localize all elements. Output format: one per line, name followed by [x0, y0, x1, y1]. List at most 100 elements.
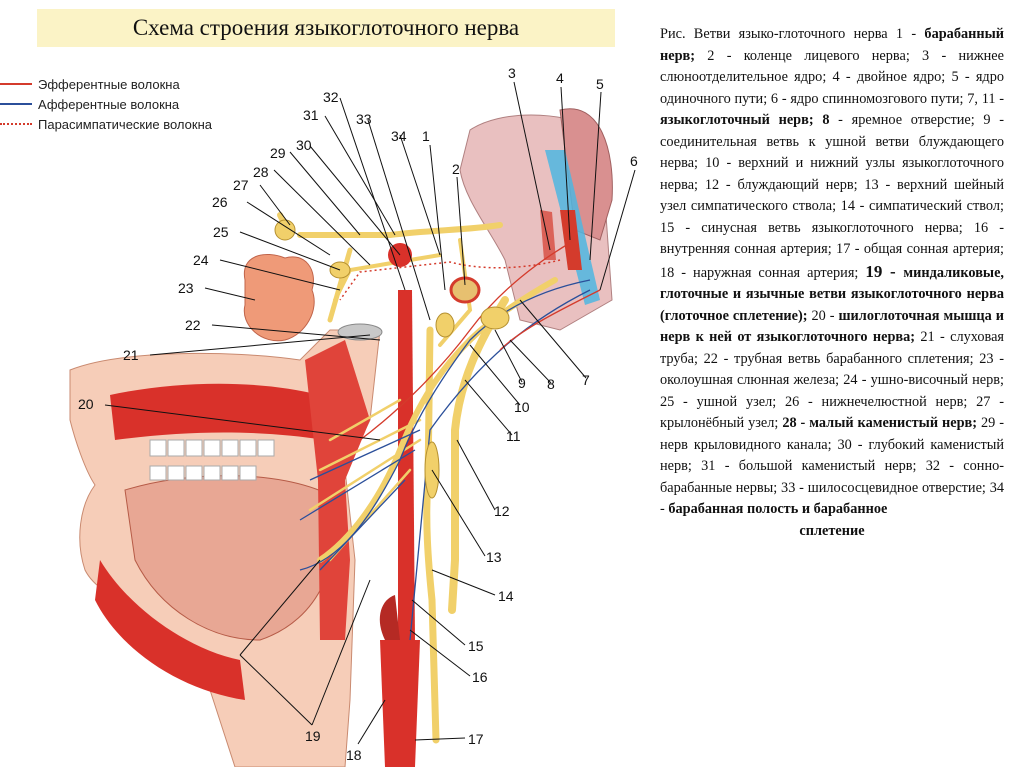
caption-part-10: 20 - [807, 307, 839, 324]
label-24: 24 [193, 252, 209, 268]
label-12: 12 [494, 503, 510, 519]
legend-parasympathetic-swatch [0, 123, 32, 125]
facial-nerve [297, 222, 503, 238]
nerve-diagram: 1 2 3 4 5 6 7 8 9 10 11 12 13 14 15 16 1… [69, 65, 638, 767]
label-16: 16 [472, 669, 488, 685]
brainstem [459, 108, 613, 331]
label-3: 3 [508, 65, 516, 81]
leader-15 [411, 599, 466, 646]
label-20: 20 [78, 396, 94, 412]
leader-7 [519, 299, 587, 379]
page-title: Схема строения языкоглоточного нерва [132, 15, 520, 40]
palate [110, 383, 325, 440]
leader-20 [104, 404, 381, 441]
caption-part-6: 8 [822, 112, 830, 128]
leader-26 [246, 201, 331, 256]
lower-jaw [95, 560, 245, 700]
label-21: 21 [123, 347, 139, 363]
label-15: 15 [468, 638, 484, 654]
common-carotid-artery [380, 640, 420, 767]
label-7: 7 [582, 372, 590, 388]
label-28: 28 [253, 164, 269, 180]
legend-efferent-label: Эфферентные волокна [38, 76, 180, 92]
leader-23 [204, 287, 256, 301]
leader-8 [509, 339, 552, 384]
label-34: 34 [391, 128, 407, 144]
leader-4 [560, 86, 571, 241]
vessels [379, 290, 420, 767]
afferent-fiber-3 [299, 429, 421, 571]
pterygopalatine-ganglion [274, 219, 296, 241]
leader-34 [399, 134, 441, 256]
label-11: 11 [506, 428, 521, 444]
label-8: 8 [547, 376, 555, 392]
label-25: 25 [213, 224, 229, 240]
parotid-gland [243, 254, 315, 342]
figure-caption: Рис. Ветви языко-глоточного нерва 1 - ба… [660, 24, 1004, 542]
label-13: 13 [486, 549, 502, 565]
leader-16 [409, 629, 471, 677]
leader-19a [239, 654, 313, 726]
caption-part-8: 19 - [865, 261, 904, 281]
pharynx-wall [305, 340, 370, 640]
legend-afferent-label: Афферентные волокна [38, 96, 180, 112]
leader-19b [239, 559, 321, 656]
label-6: 6 [630, 153, 638, 169]
eustachian-tube [337, 323, 383, 341]
leader-22 [211, 324, 381, 341]
label-9: 9 [518, 375, 526, 391]
legend-parasympathetic: Парасимпатические волокна [0, 114, 212, 134]
efferent-fiber-1 [359, 239, 576, 441]
caption-part-16: сплетение [799, 522, 865, 539]
caption-part-12: 21 - слуховая труба; 22 - трубная ветвь … [660, 329, 1005, 431]
caption-part-11: шилоглоточная мышца и нерв к ней от язык… [660, 307, 1005, 346]
caption-part-1: Рис. Ветви языко-глоточного нерва 1 - [660, 26, 925, 42]
leader-27 [259, 184, 291, 226]
lesser-petrosal-nerve [333, 253, 442, 302]
leader-25 [239, 231, 341, 271]
label-23: 23 [178, 280, 194, 296]
leader-2 [456, 176, 466, 286]
leader-31 [324, 115, 396, 236]
leader-11 [464, 379, 513, 436]
leader-28 [273, 169, 371, 266]
caption-part-3: 2 - коленце лицевого нерва; 3 - нижнее с… [660, 47, 1004, 107]
label-1: 1 [422, 128, 430, 144]
leader-6 [599, 169, 636, 291]
leader-3 [513, 81, 551, 251]
legend-efferent: Эфферентные волокна [0, 74, 212, 94]
leader-14 [431, 569, 496, 596]
leader-17 [414, 737, 466, 741]
leader-18 [357, 699, 386, 745]
label-18: 18 [346, 747, 362, 763]
label-5: 5 [596, 76, 604, 92]
efferent-fibers [359, 239, 601, 441]
label-10: 10 [514, 399, 530, 415]
leader-19c [311, 579, 371, 726]
legend: Эфферентные волокна Афферентные волокна … [0, 74, 212, 134]
mandibular-nerve [327, 247, 353, 323]
label-26: 26 [212, 194, 228, 210]
efferent-fiber-2 [499, 289, 601, 351]
superior-ganglion [435, 312, 455, 338]
caption-part-7: - яремное отверстие; 9 - соединительная … [660, 112, 1004, 281]
legend-afferent-swatch [0, 103, 32, 105]
label-33: 33 [356, 111, 372, 127]
label-29: 29 [270, 145, 286, 161]
branch-19a [318, 418, 422, 472]
label-2: 2 [452, 161, 460, 177]
leader-33 [367, 119, 431, 321]
label-27: 27 [233, 177, 249, 193]
label-14: 14 [498, 588, 514, 604]
legend-efferent-swatch [0, 83, 32, 85]
leader-5 [589, 91, 602, 261]
leader-12 [456, 439, 496, 511]
caption-part-2: барабанный нерв; [660, 26, 1004, 64]
face-section [69, 329, 381, 767]
leader-24 [219, 259, 341, 291]
caption-part-13: 28 - малый каменистый нерв; [782, 415, 978, 431]
leader-9 [494, 329, 523, 383]
leader-29 [289, 151, 361, 236]
caption-part-14: 29 - нерв крыловидного канала; 30 - глуб… [660, 415, 1004, 517]
legend-parasympathetic-label: Парасимпатические волокна [38, 116, 212, 132]
